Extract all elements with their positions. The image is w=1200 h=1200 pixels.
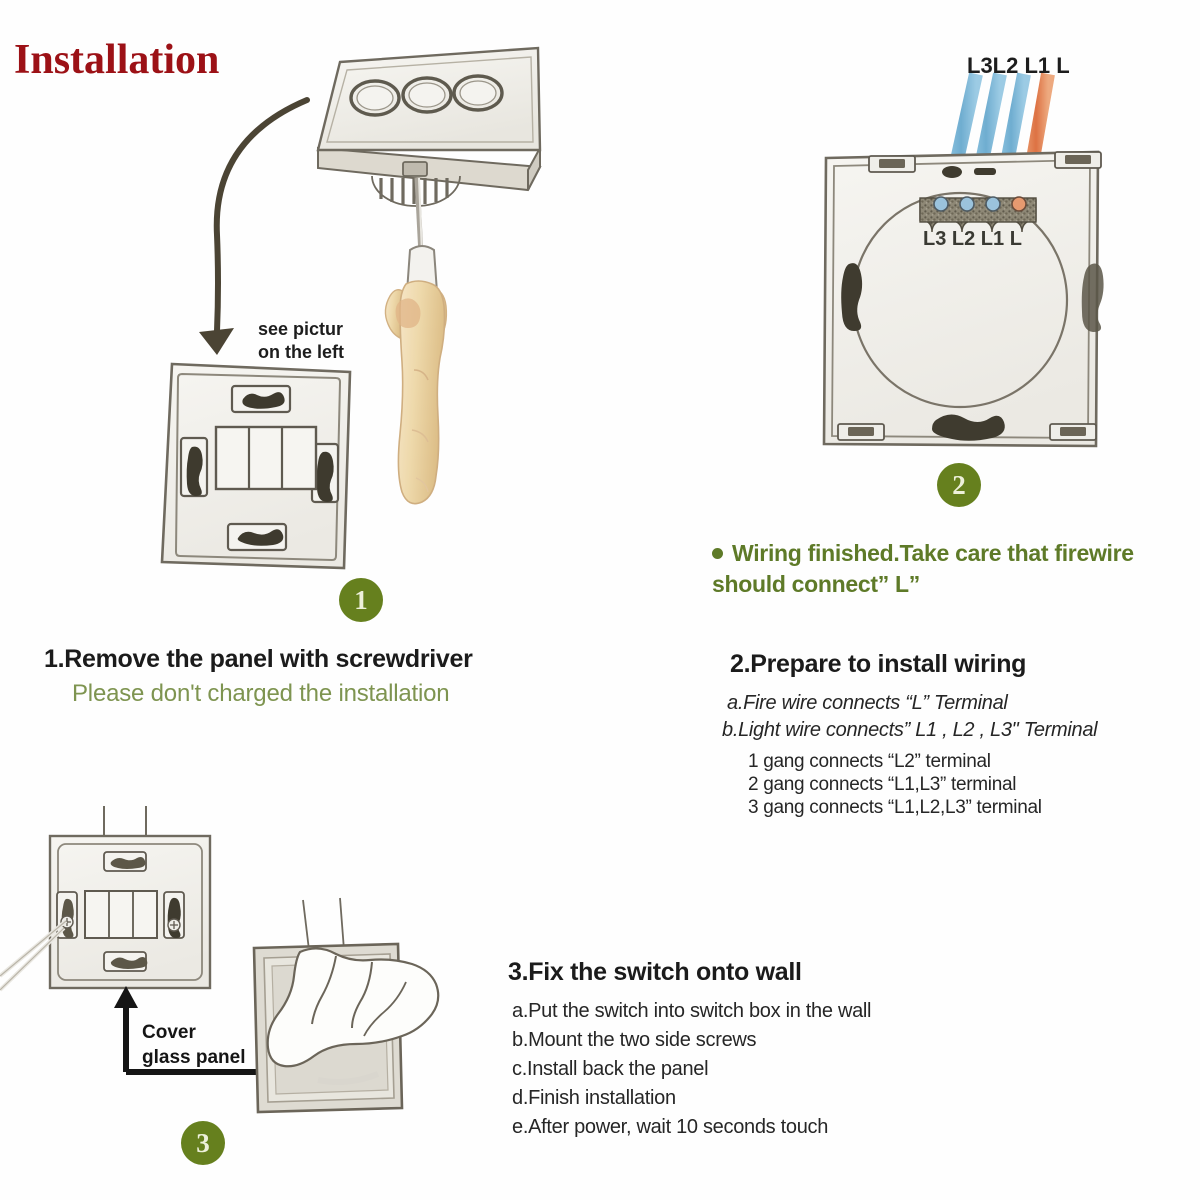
page-title: Installation [14, 37, 220, 83]
step-2-item-b: b.Light wire connects” L1 , L2 , L3" Ter… [722, 719, 1098, 741]
switch-back-plate-wired-illustration [822, 72, 1104, 448]
step-3-item-a: a.Put the switch into switch box in the … [512, 1000, 872, 1022]
glass-touch-panel-3-gang-illustration [316, 46, 542, 207]
touch-ring-group [349, 74, 504, 117]
step-3-item-b: b.Mount the two side screws [512, 1029, 757, 1051]
step-3-heading: 3.Fix the switch onto wall [508, 958, 802, 986]
switch-base-plate-front-illustration [160, 362, 352, 570]
see-picture-line-2: on the left [258, 341, 344, 362]
step-1-note: Please don't charged the installation [72, 680, 450, 707]
step-2-bullet-note: Wiring finished.Take care that firewire … [712, 538, 1192, 600]
step-2-gang-2: 2 gang connects “L1,L3” terminal [748, 774, 1017, 795]
step-3-item-c: c.Install back the panel [512, 1058, 709, 1080]
step-2-gang-3: 3 gang connects “L1,L2,L3” terminal [748, 797, 1042, 818]
right-slot [1081, 263, 1104, 332]
step-2-badge: 2 [937, 463, 981, 507]
step-3-badge: 3 [181, 1121, 225, 1165]
wire-labels-top: L3L2 L1 L [967, 53, 1070, 78]
cover-line-1: Cover [142, 1022, 196, 1043]
bottom-slot [932, 414, 1005, 441]
step-2-heading: 2.Prepare to install wiring [730, 650, 1027, 678]
step-2-gang-1: 1 gang connects “L2” terminal [748, 751, 991, 772]
hand-placing-glass-panel-illustration [252, 897, 440, 1114]
step-3-item-d: d.Finish installation [512, 1087, 676, 1109]
cover-line-2: glass panel [142, 1046, 246, 1068]
hand-with-screwdriver-illustration [384, 177, 448, 505]
cover-glass-panel-annotation: Cover glass panel [142, 1021, 246, 1070]
step-1-heading: 1.Remove the panel with screwdriver [44, 645, 473, 673]
step-3-item-e: e.After power, wait 10 seconds touch [512, 1116, 829, 1138]
cover-glass-panel-arrow [114, 986, 268, 1075]
curved-arrow-panel-to-base [199, 97, 310, 355]
step-2-item-a: a.Fire wire connects “L” Terminal [727, 692, 1008, 714]
step-2-bullet-text: Wiring finished.Take care that firewire … [712, 540, 1134, 598]
corner-tabs [837, 151, 1102, 441]
terminal-labels: L3 L2 L1 L [923, 228, 1022, 250]
see-picture-annotation: see pictur on the left [258, 318, 344, 363]
bullet-dot-icon [712, 548, 723, 559]
left-slot [841, 263, 863, 331]
step-1-badge: 1 [339, 578, 383, 622]
switch-module-mounted-illustration [0, 806, 212, 992]
terminal-block [919, 196, 1037, 233]
see-picture-line-1: see pictur [258, 319, 344, 339]
